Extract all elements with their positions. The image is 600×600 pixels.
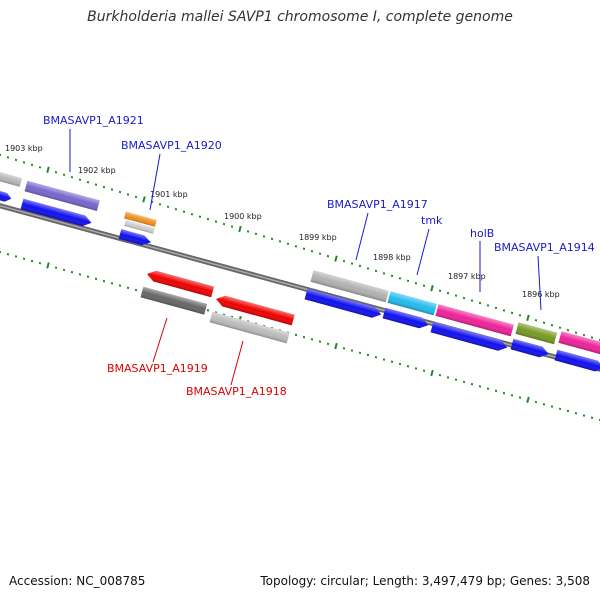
leader-line [416, 228, 430, 276]
gene-segment-a1914[interactable] [515, 322, 558, 345]
chromosome-backbone [0, 203, 600, 372]
gene-label-bmasavp1_a1920[interactable]: BMASAVP1_A1920 [121, 139, 222, 152]
gene-label-bmasavp1_a1914[interactable]: BMASAVP1_A1914 [494, 241, 595, 254]
cds-segment-tmk[interactable] [382, 307, 430, 331]
tick-label: 1903 kbp [5, 144, 43, 153]
cds-segment-a1917[interactable] [304, 288, 383, 320]
gene-segment-a1918[interactable] [209, 311, 290, 344]
tick-label: 1897 kbp [448, 272, 486, 281]
leader-line [149, 153, 161, 211]
tick-label: 1901 kbp [150, 190, 188, 199]
outer-tick-row [0, 153, 600, 342]
gene-segment-right[interactable] [558, 331, 600, 356]
cds-segment-holb[interactable] [430, 321, 509, 353]
gene-label-bmasavp1_a1917[interactable]: BMASAVP1_A1917 [327, 198, 428, 211]
cds-segment-a1921[interactable] [20, 198, 93, 229]
gene-segment-holb[interactable] [435, 304, 514, 337]
gene-segment-a1921[interactable] [24, 180, 100, 212]
gene-segment-a1920-b[interactable] [124, 220, 155, 234]
feature-segments[interactable] [0, 169, 600, 374]
leader-line [230, 340, 244, 386]
cds-segment-a1918[interactable] [215, 294, 295, 326]
gene-label-bmasavp1_a1921[interactable]: BMASAVP1_A1921 [43, 114, 144, 127]
cds-segment-a1919[interactable] [146, 269, 215, 298]
tick-label: 1896 kbp [522, 290, 560, 299]
gene-segment-tmk[interactable] [387, 291, 437, 316]
accession-text: Accession: NC_008785 [9, 574, 146, 588]
genome-summary-text: Topology: circular; Length: 3,497,479 bp… [260, 574, 590, 588]
leader-line [355, 212, 369, 261]
gene-segment-a1919[interactable] [140, 286, 208, 315]
gene-label-bmasavp1_a1918[interactable]: BMASAVP1_A1918 [186, 385, 287, 398]
map-title: Burkholderia mallei SAVP1 chromosome I, … [87, 9, 513, 25]
tick-label: 1900 kbp [224, 212, 262, 221]
gene-segment-a1920[interactable] [124, 211, 157, 227]
gene-segment-left[interactable] [0, 169, 23, 187]
leader-line [152, 317, 168, 363]
tick-label: 1902 kbp [78, 166, 116, 175]
cds-segment-a1920[interactable] [118, 229, 153, 247]
cds-segment-left[interactable] [0, 188, 12, 203]
gene-label-tmk[interactable]: tmk [421, 214, 443, 227]
gene-segment-a1917[interactable] [310, 270, 389, 303]
cds-segment-right[interactable] [554, 349, 600, 374]
gene-label-holb[interactable]: holB [470, 227, 494, 240]
cds-segment-a1914[interactable] [510, 338, 551, 360]
label-leaders [69, 129, 542, 386]
tick-label: 1898 kbp [373, 253, 411, 262]
tick-label: 1899 kbp [299, 233, 337, 242]
leader-line [537, 255, 542, 311]
gene-label-bmasavp1_a1919[interactable]: BMASAVP1_A1919 [107, 362, 208, 375]
gene-labels: BMASAVP1_A1921BMASAVP1_A1920BMASAVP1_A19… [43, 114, 595, 398]
tick-labels: 1903 kbp 1902 kbp 1901 kbp 1900 kbp 1899 kbp… [5, 144, 560, 299]
